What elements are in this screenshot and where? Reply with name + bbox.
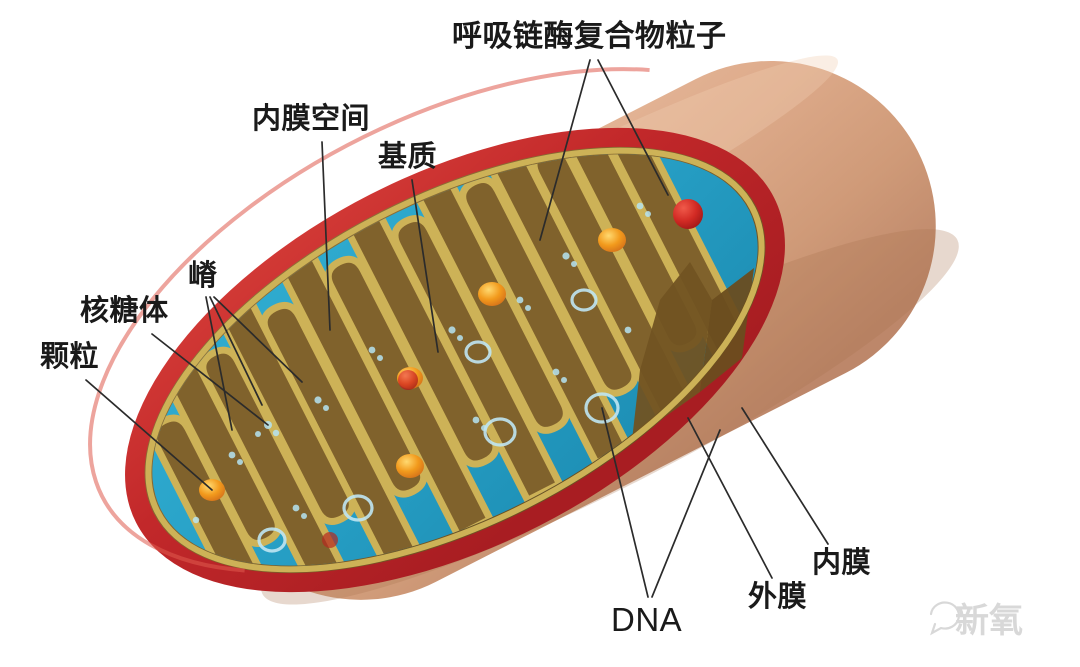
label-granule: 颗粒 bbox=[40, 339, 100, 373]
label-ribosome: 核糖体 bbox=[80, 293, 169, 327]
granule bbox=[598, 228, 626, 252]
leader-line-cristae bbox=[205, 296, 233, 431]
leader-line-cristae bbox=[213, 296, 303, 383]
outer-membrane-highlight bbox=[88, 67, 650, 573]
leader-line-cristae bbox=[209, 296, 263, 406]
watermark-text: 新氧 bbox=[955, 601, 1023, 641]
leader-line-dna bbox=[601, 407, 649, 598]
leader-line-ribosome bbox=[151, 333, 269, 426]
label-intermembrane-space: 内膜空间 bbox=[252, 101, 371, 135]
leader-line-granule bbox=[85, 379, 213, 491]
dna-rings-group bbox=[257, 288, 620, 553]
label-respiratory-chain-enzyme-complex-particles: 呼吸链酶复合物粒子 bbox=[452, 19, 727, 54]
leader-line-inner-membrane bbox=[741, 407, 829, 545]
label-inner-membrane: 内膜 bbox=[812, 545, 872, 579]
dna-ring bbox=[570, 288, 598, 312]
granule bbox=[396, 454, 424, 478]
dna-ring bbox=[257, 527, 287, 553]
dna-ring bbox=[483, 417, 517, 447]
watermark: 新氧 bbox=[929, 601, 1023, 641]
leader-line-intermembrane-space bbox=[321, 141, 331, 331]
granule bbox=[478, 282, 506, 306]
label-cristae: 嵴 bbox=[188, 258, 218, 292]
dna-ring bbox=[584, 392, 620, 424]
dna-ring bbox=[342, 494, 374, 522]
inner-membrane bbox=[145, 147, 765, 573]
leader-lines-group bbox=[85, 59, 829, 598]
leader-line-respiratory-chain-enzyme-complex-particles bbox=[539, 59, 591, 241]
enzyme-complex-particles-group bbox=[322, 199, 703, 548]
enzyme-complex-particle bbox=[673, 199, 703, 229]
label-matrix: 基质 bbox=[378, 139, 438, 173]
dna-ring bbox=[464, 340, 492, 364]
leader-line-matrix bbox=[411, 179, 439, 353]
label-dna: DNA bbox=[611, 601, 683, 638]
enzyme-complex-particle bbox=[398, 370, 418, 390]
leader-line-respiratory-chain-enzyme-complex-particles bbox=[597, 59, 669, 196]
label-outer-membrane: 外膜 bbox=[748, 579, 808, 613]
matrix-region bbox=[144, 108, 766, 627]
enzyme-complex-particle bbox=[322, 532, 338, 548]
leader-line-outer-membrane bbox=[687, 417, 773, 579]
